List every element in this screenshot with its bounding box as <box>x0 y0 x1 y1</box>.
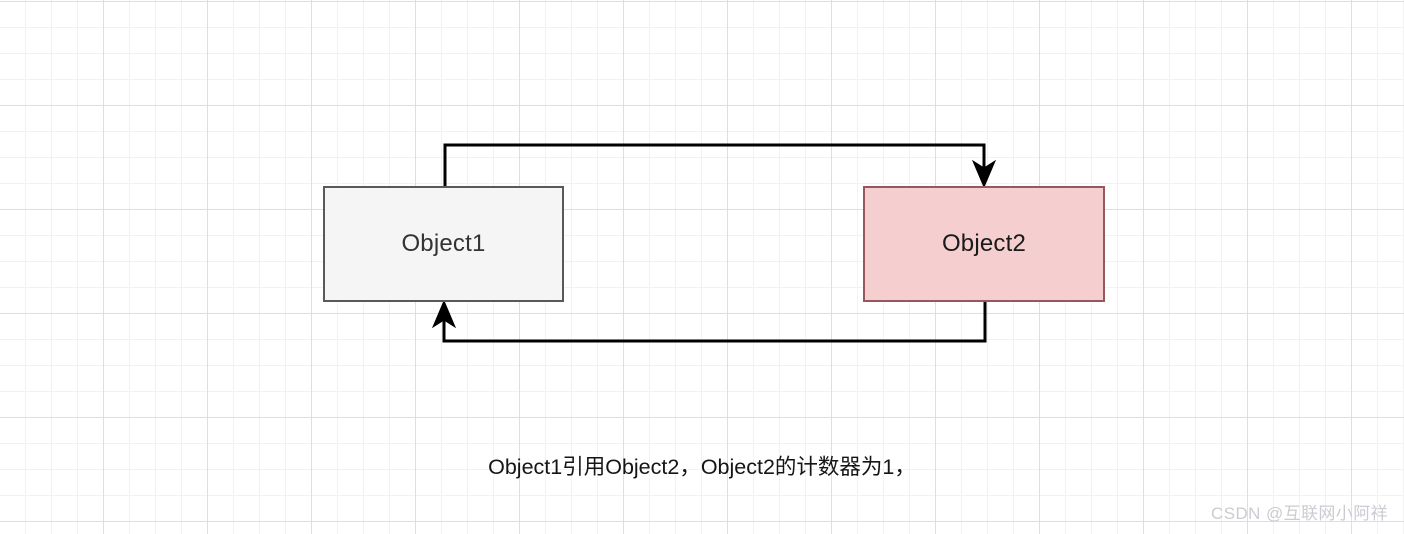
edge-object1-to-object2-path <box>443 143 986 186</box>
edge-object2-to-object1-path <box>442 302 987 343</box>
edge-object2-to-object1 <box>431 299 987 343</box>
node-object1-label: Object1 <box>401 230 486 257</box>
node-object2[interactable]: Object2 <box>863 186 1105 302</box>
watermark: CSDN @互联网小阿祥 <box>1211 504 1388 523</box>
diagram-caption: Object1引用Object2，Object2的计数器为1， Object2引… <box>0 392 1404 534</box>
arrowhead-down-icon <box>971 159 997 189</box>
node-object1[interactable]: Object1 <box>323 186 564 302</box>
edge-object1-to-object2 <box>443 143 997 189</box>
arrowhead-up-icon <box>431 299 457 329</box>
node-object2-label: Object2 <box>941 230 1027 257</box>
caption-line-1: Object1引用Object2，Object2的计数器为1， <box>488 455 916 479</box>
